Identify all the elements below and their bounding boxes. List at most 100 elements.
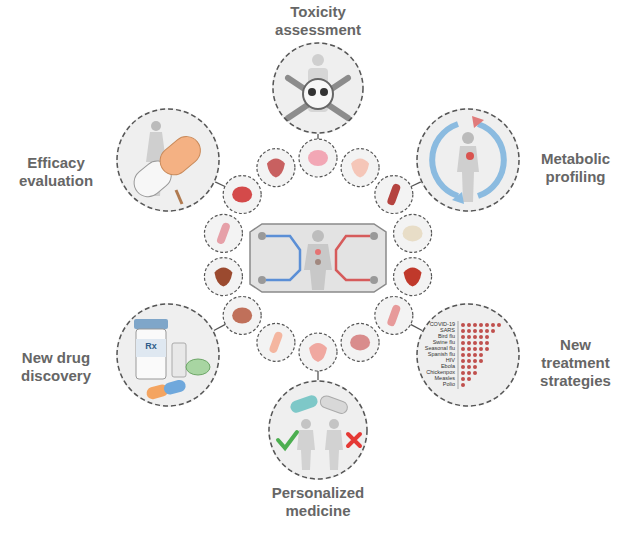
chip-port	[370, 276, 378, 284]
pill	[186, 359, 210, 375]
figure-head	[301, 419, 311, 429]
figure-head	[312, 54, 324, 66]
leader-line	[214, 324, 226, 330]
organ-circle	[375, 176, 413, 214]
chart-dot	[467, 347, 471, 351]
chart-dot	[491, 329, 495, 333]
chart-dot	[485, 347, 489, 351]
organ-circle	[394, 258, 432, 296]
topic-label: Efficacy evaluation	[4, 154, 108, 190]
figure-head	[462, 132, 474, 144]
chart-dot	[497, 323, 501, 327]
chart-dot	[473, 365, 477, 369]
leader-line	[317, 134, 318, 139]
chart-dot	[473, 353, 477, 357]
chart-dot	[461, 365, 465, 369]
chart-dot	[473, 371, 477, 375]
disease-name: COVID-19	[430, 322, 455, 328]
chart-dot	[473, 341, 477, 345]
arrow-head	[452, 192, 464, 204]
disease-name: Spanish flu	[428, 352, 455, 358]
organ-circle	[223, 176, 261, 214]
organ-icon	[268, 331, 283, 354]
topic-circle: New drug discovery	[116, 303, 220, 407]
flow-arrow	[478, 124, 504, 196]
chart-dot	[467, 323, 471, 327]
bottle-label-text: Rx	[145, 342, 157, 351]
chart-dot	[467, 377, 471, 381]
capsule	[289, 394, 319, 415]
topic-circle: Efficacy evaluation	[116, 108, 220, 212]
circle-outline	[272, 42, 364, 134]
chart-dot	[491, 323, 495, 327]
topic-label: New treatment strategies	[528, 336, 623, 390]
disease-name: SARS	[440, 328, 455, 334]
flow-arrow	[432, 124, 458, 196]
organ-icon	[267, 159, 285, 178]
organ-circle	[223, 296, 261, 334]
leader-line	[411, 324, 423, 330]
organ-icon	[214, 268, 232, 287]
figure-head	[151, 121, 161, 131]
circle-ground	[416, 303, 520, 407]
organ-icon	[232, 187, 252, 203]
circle-ground	[268, 380, 368, 480]
organ-circle	[299, 139, 337, 177]
capsule-half	[289, 394, 319, 415]
chart-dot	[461, 371, 465, 375]
topic-circle: Personalized medicine	[268, 380, 368, 480]
chart-dot	[479, 335, 483, 339]
organ-circle	[299, 333, 337, 371]
chart-dot	[473, 359, 477, 363]
circle-outline	[268, 380, 368, 480]
organ-circle	[341, 323, 379, 361]
chip-port	[258, 232, 266, 240]
skull	[303, 79, 333, 109]
organ-circle	[394, 214, 432, 252]
disease-name: Ebola	[441, 364, 455, 370]
chart-dot	[467, 359, 471, 363]
chart-dot	[467, 329, 471, 333]
chart-dot	[479, 347, 483, 351]
organ-icon	[403, 225, 423, 241]
organ-circle	[204, 258, 242, 296]
check-mark	[278, 432, 297, 448]
organ-icon	[216, 222, 231, 245]
figure-body	[325, 430, 343, 470]
disease-name: Bird flu	[438, 334, 455, 340]
organ-icon	[351, 159, 369, 178]
crossbone	[288, 78, 348, 118]
chart-dot	[461, 335, 465, 339]
dashed-circle	[117, 109, 219, 211]
chart-dot	[473, 335, 477, 339]
chart-dot	[467, 335, 471, 339]
capsule-half	[319, 394, 349, 415]
chart-dot	[461, 341, 465, 345]
chart-dot	[473, 329, 477, 333]
disease-name: HIV	[446, 358, 455, 364]
chart-dot	[461, 323, 465, 327]
blue-channel	[266, 236, 300, 280]
organ-circle	[375, 296, 413, 334]
disease-name: Seasonal flu	[425, 346, 455, 352]
organ-circle	[341, 149, 379, 187]
circle-ground	[116, 303, 220, 407]
chart-dot	[479, 353, 483, 357]
dashed-circle	[417, 304, 519, 406]
red-channel	[336, 236, 370, 280]
circle-ground	[272, 42, 364, 134]
figure-head	[329, 419, 339, 429]
chart-dot	[485, 329, 489, 333]
chart-dot	[461, 347, 465, 351]
chip-port	[370, 232, 378, 240]
chart-dot	[479, 329, 483, 333]
chart-dot	[485, 335, 489, 339]
chart-dot	[461, 359, 465, 363]
vial	[172, 343, 186, 377]
arrow-head	[472, 116, 484, 128]
dashed-circle	[269, 381, 367, 479]
leader-line	[215, 182, 225, 187]
chart-dot	[473, 347, 477, 351]
chart-dot	[461, 329, 465, 333]
